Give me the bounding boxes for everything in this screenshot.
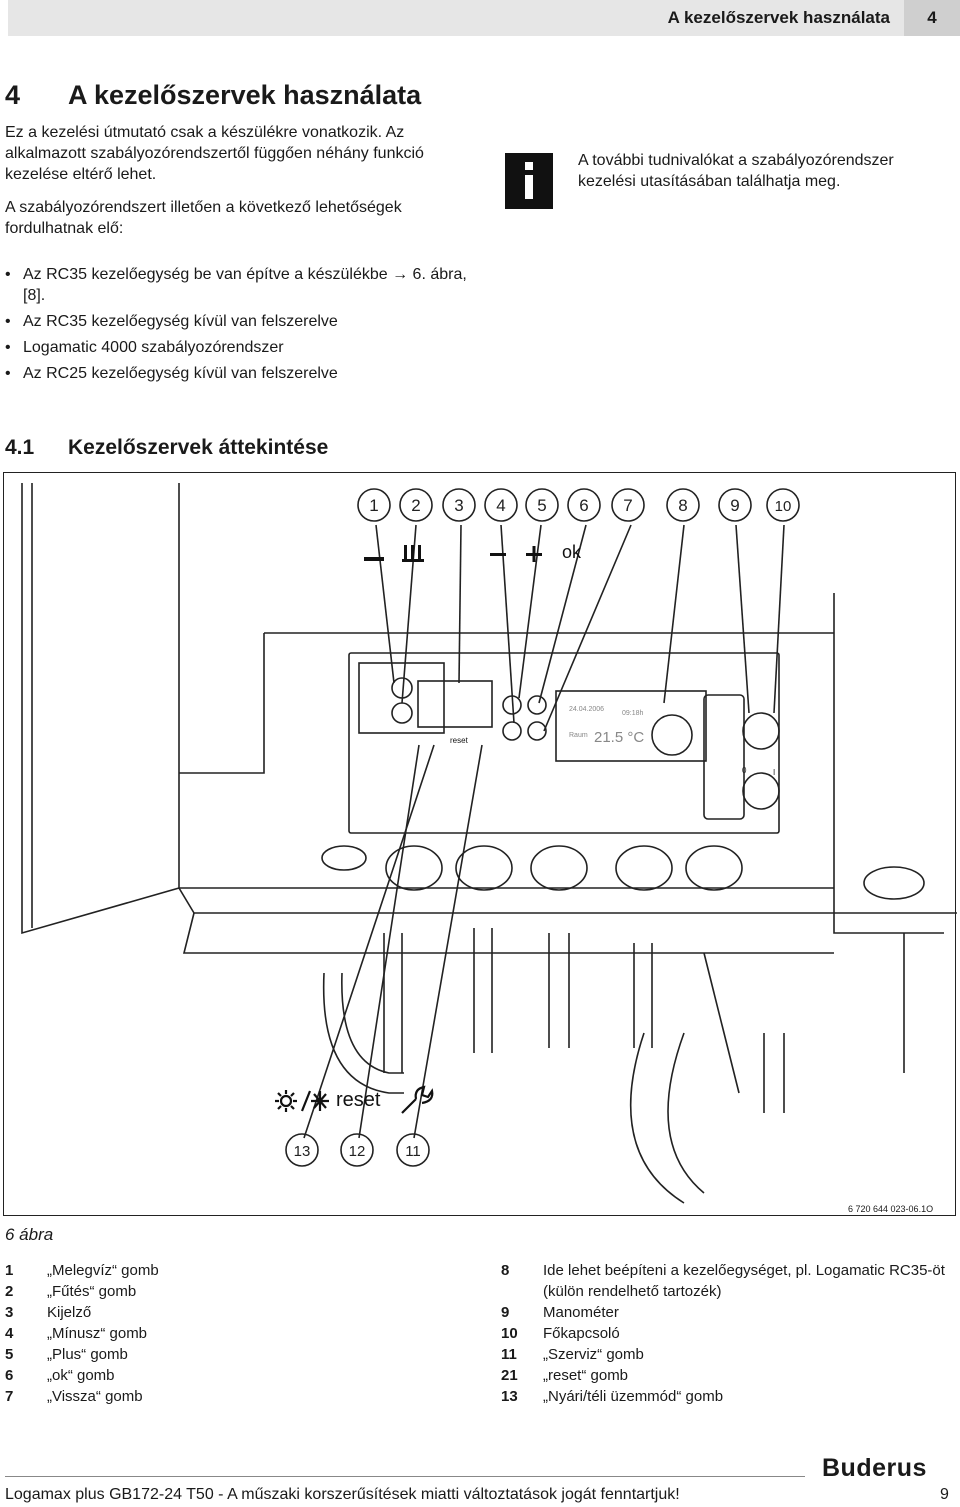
display-time: 09:18h (622, 710, 644, 717)
info-text: A további tudnivalókat a szabályozórends… (578, 152, 894, 190)
ok-symbol: ok (562, 542, 582, 562)
legend-label: „Nyári/téli üzemmód“ gomb (543, 1388, 724, 1405)
chapter-number: 4 (5, 80, 21, 110)
intro-paragraph-1: Ez a kezelési útmutató csak a készülékre… (5, 124, 424, 183)
legend-row: 8 Ide lehet beépíteni a kezelőegységet, p… (501, 1260, 951, 1302)
section-heading: 4.1 Kezelőszervek áttekintése (5, 436, 328, 460)
reset-label: reset (450, 736, 469, 745)
intro-text: Ez a kezelési útmutató csak a készülékre… (5, 122, 475, 251)
chapter-heading: 4 A kezelőszervek használata (5, 80, 421, 111)
display-temp: 21.5 °C (594, 729, 644, 746)
legend-label: „Plus“ gomb (47, 1346, 128, 1363)
slash-icon (300, 1090, 312, 1112)
legend-label: „Melegvíz“ gomb (47, 1262, 159, 1279)
legend-num: 3 (5, 1304, 14, 1321)
legend-row: 21 „reset“ gomb (501, 1365, 951, 1386)
controller-options-list: Az RC35 kezelőegység be van építve a kés… (5, 264, 475, 389)
callout-1: 1 (369, 496, 378, 515)
legend-label: Kijelző (47, 1304, 92, 1321)
legend-num: 2 (5, 1283, 14, 1300)
callout-7: 7 (623, 496, 632, 515)
intro-paragraph-2: A szabályozórendszert illetően a követke… (5, 199, 402, 237)
reset-symbol: reset (336, 1089, 381, 1111)
callout-2: 2 (411, 496, 420, 515)
footer-rule (5, 1476, 805, 1477)
legend-num: 1 (5, 1262, 14, 1279)
list-item: Az RC35 kezelőegység kívül van felszerel… (5, 311, 475, 332)
legend-row: 10 Főkapcsoló (501, 1323, 951, 1344)
legend-num: 7 (5, 1388, 14, 1405)
legend-row: 5 „Plus“ gomb (5, 1344, 465, 1365)
callout-11: 11 (405, 1143, 421, 1160)
legend-label: „reset“ gomb (543, 1367, 629, 1384)
callout-13: 13 (294, 1143, 311, 1160)
wrench-icon (401, 1085, 434, 1114)
legend-num: 6 (5, 1367, 14, 1384)
legend-row: 2 „Fűtés“ gomb (5, 1281, 465, 1302)
legend-num: 4 (5, 1325, 14, 1342)
boiler-controls-figure: ok reset reset 24.04.2006 09:18h Raum 21… (3, 472, 960, 1216)
switch-on-label: I (773, 768, 775, 777)
page-number: 9 (940, 1486, 949, 1503)
display-room: Raum (569, 732, 588, 739)
boiler-illustration: ok reset reset 24.04.2006 09:18h Raum 21… (21, 483, 960, 1204)
legend-num: 9 (501, 1304, 510, 1321)
section-title: Kezelőszervek áttekintése (68, 436, 329, 459)
list-item: Az RC35 kezelőegység be van építve a kés… (5, 264, 475, 306)
buderus-logo: Buderus (822, 1454, 927, 1482)
legend-label: „Mínusz“ gomb (47, 1325, 148, 1342)
legend-row: 7 „Vissza“ gomb (5, 1386, 465, 1407)
info-icon (505, 153, 553, 209)
running-header-title: A kezelőszervek használata (667, 8, 890, 27)
legend-num: 11 (501, 1346, 517, 1363)
callout-10: 10 (775, 498, 792, 515)
sun-icon (279, 1094, 293, 1108)
chapter-title: A kezelőszervek használata (68, 80, 422, 110)
callout-8: 8 (678, 496, 687, 515)
legend-num: 5 (5, 1346, 14, 1363)
legend-label: „Fűtés“ gomb (47, 1283, 137, 1300)
legend-row: 3 Kijelző (5, 1302, 465, 1323)
legend-row: 13 „Nyári/téli üzemmód“ gomb (501, 1386, 951, 1407)
callout-9: 9 (730, 496, 739, 515)
chapter-badge: 4 (904, 0, 960, 36)
figure-code: 6 720 644 023-06.1O (848, 1204, 934, 1214)
legend-label: „ok“ gomb (47, 1367, 115, 1384)
callout-4: 4 (496, 496, 505, 515)
legend-num: 8 (501, 1262, 510, 1279)
list-item: Logamatic 4000 szabályozórendszer (5, 337, 475, 358)
header-bar (8, 0, 904, 36)
callout-6: 6 (579, 496, 588, 515)
legend-row: 6 „ok“ gomb (5, 1365, 465, 1386)
legend-num: 21 (501, 1367, 518, 1384)
section-number: 4.1 (5, 436, 35, 459)
legend-num: 10 (501, 1325, 518, 1342)
legend-label: Manométer (543, 1304, 619, 1321)
legend-right: 8 Ide lehet beépíteni a kezelőegységet, p… (501, 1260, 951, 1407)
list-item: Az RC25 kezelőegység kívül van felszerel… (5, 363, 475, 384)
legend-label: „Vissza“ gomb (47, 1388, 143, 1405)
legend-num: 13 (501, 1388, 518, 1405)
legend-row: 11 „Szerviz“ gomb (501, 1344, 951, 1365)
figure-caption: 6 ábra (5, 1225, 54, 1244)
legend-row: 4 „Mínusz“ gomb (5, 1323, 465, 1344)
legend-row: 9 Manométer (501, 1302, 951, 1323)
callout-5: 5 (537, 496, 546, 515)
callout-3: 3 (454, 496, 463, 515)
footer-text: Logamax plus GB172-24 T50 - A műszaki ko… (5, 1486, 680, 1503)
legend-label: „Szerviz“ gomb (543, 1346, 644, 1363)
display-date: 24.04.2006 (569, 706, 604, 713)
callout-12: 12 (349, 1143, 366, 1160)
switch-off-label: 0 (742, 766, 747, 775)
legend-label: Ide lehet beépíteni a kezelőegységet, pl… (543, 1262, 945, 1300)
legend-row: 1 „Melegvíz“ gomb (5, 1260, 465, 1281)
legend-label: Főkapcsoló (543, 1325, 620, 1342)
snowflake-icon (311, 1091, 329, 1111)
